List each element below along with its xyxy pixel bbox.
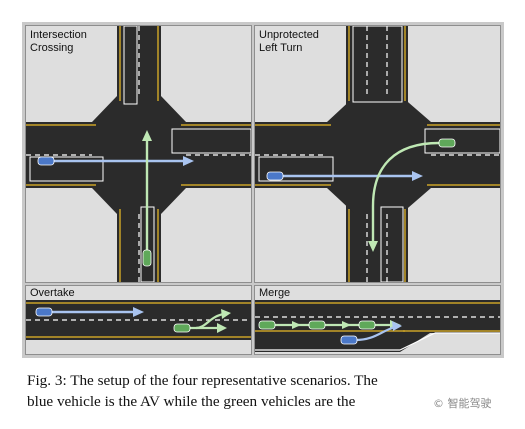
green-vehicle [358,320,376,330]
stop-box [424,128,500,154]
green-path [371,141,440,244]
panel-label: Intersection Crossing [30,29,87,54]
stop-box [352,26,403,103]
intersection-area [327,96,431,214]
av-path [354,325,396,342]
stop-box [380,206,404,282]
panel-overtake: Overtake [25,285,252,355]
av-path-arrowhead [392,321,402,331]
intersection-area [92,96,186,214]
green-vehicle [142,249,152,267]
unprotected-left-turn-diagram [255,26,500,282]
stop-box [29,156,104,182]
green-vehicle [308,320,326,330]
stop-box [171,128,251,154]
stop-box [123,26,138,105]
green-vehicle [258,320,276,330]
panel-label: Unprotected Left Turn [259,29,319,54]
av-path-arrowhead [183,156,194,166]
panel-merge: Merge [254,285,501,355]
green-path-arrowhead [368,241,378,252]
green-path-arrowhead [217,323,227,333]
av-path-arrowhead [133,307,144,317]
green-path-arrowhead [142,130,152,141]
green-path-arrowhead [221,309,231,319]
green-vehicle [173,323,191,333]
caption-line-1: Fig. 3: The setup of the four representa… [27,372,378,389]
green-path-arrowhead [292,321,301,329]
green-path-arrowhead [342,321,351,329]
panel-label: Overtake [30,287,75,299]
green-vehicle [438,138,456,148]
panel-label: Merge [259,287,291,299]
av-vehicle [35,307,53,317]
panel-unprotected-left-turn: Unprotected Left Turn [254,25,501,283]
av-vehicle [37,156,55,166]
intersection-crossing-diagram [26,26,251,282]
av-vehicle [340,335,358,345]
scenario-figure: Intersection Crossing [22,22,504,358]
watermark: © 智能驾驶 [433,395,492,411]
figure-caption: Fig. 3: The setup of the four representa… [27,370,507,412]
panel-intersection-crossing: Intersection Crossing [25,25,252,283]
green-path [195,312,225,330]
merge-diagram [255,300,500,352]
av-vehicle [266,171,284,181]
stop-box [258,156,334,182]
merge-taper [399,332,436,351]
av-path-arrowhead [412,171,423,181]
caption-line-2: blue vehicle is the AV while the green v… [27,393,356,410]
overtake-diagram [26,300,251,340]
